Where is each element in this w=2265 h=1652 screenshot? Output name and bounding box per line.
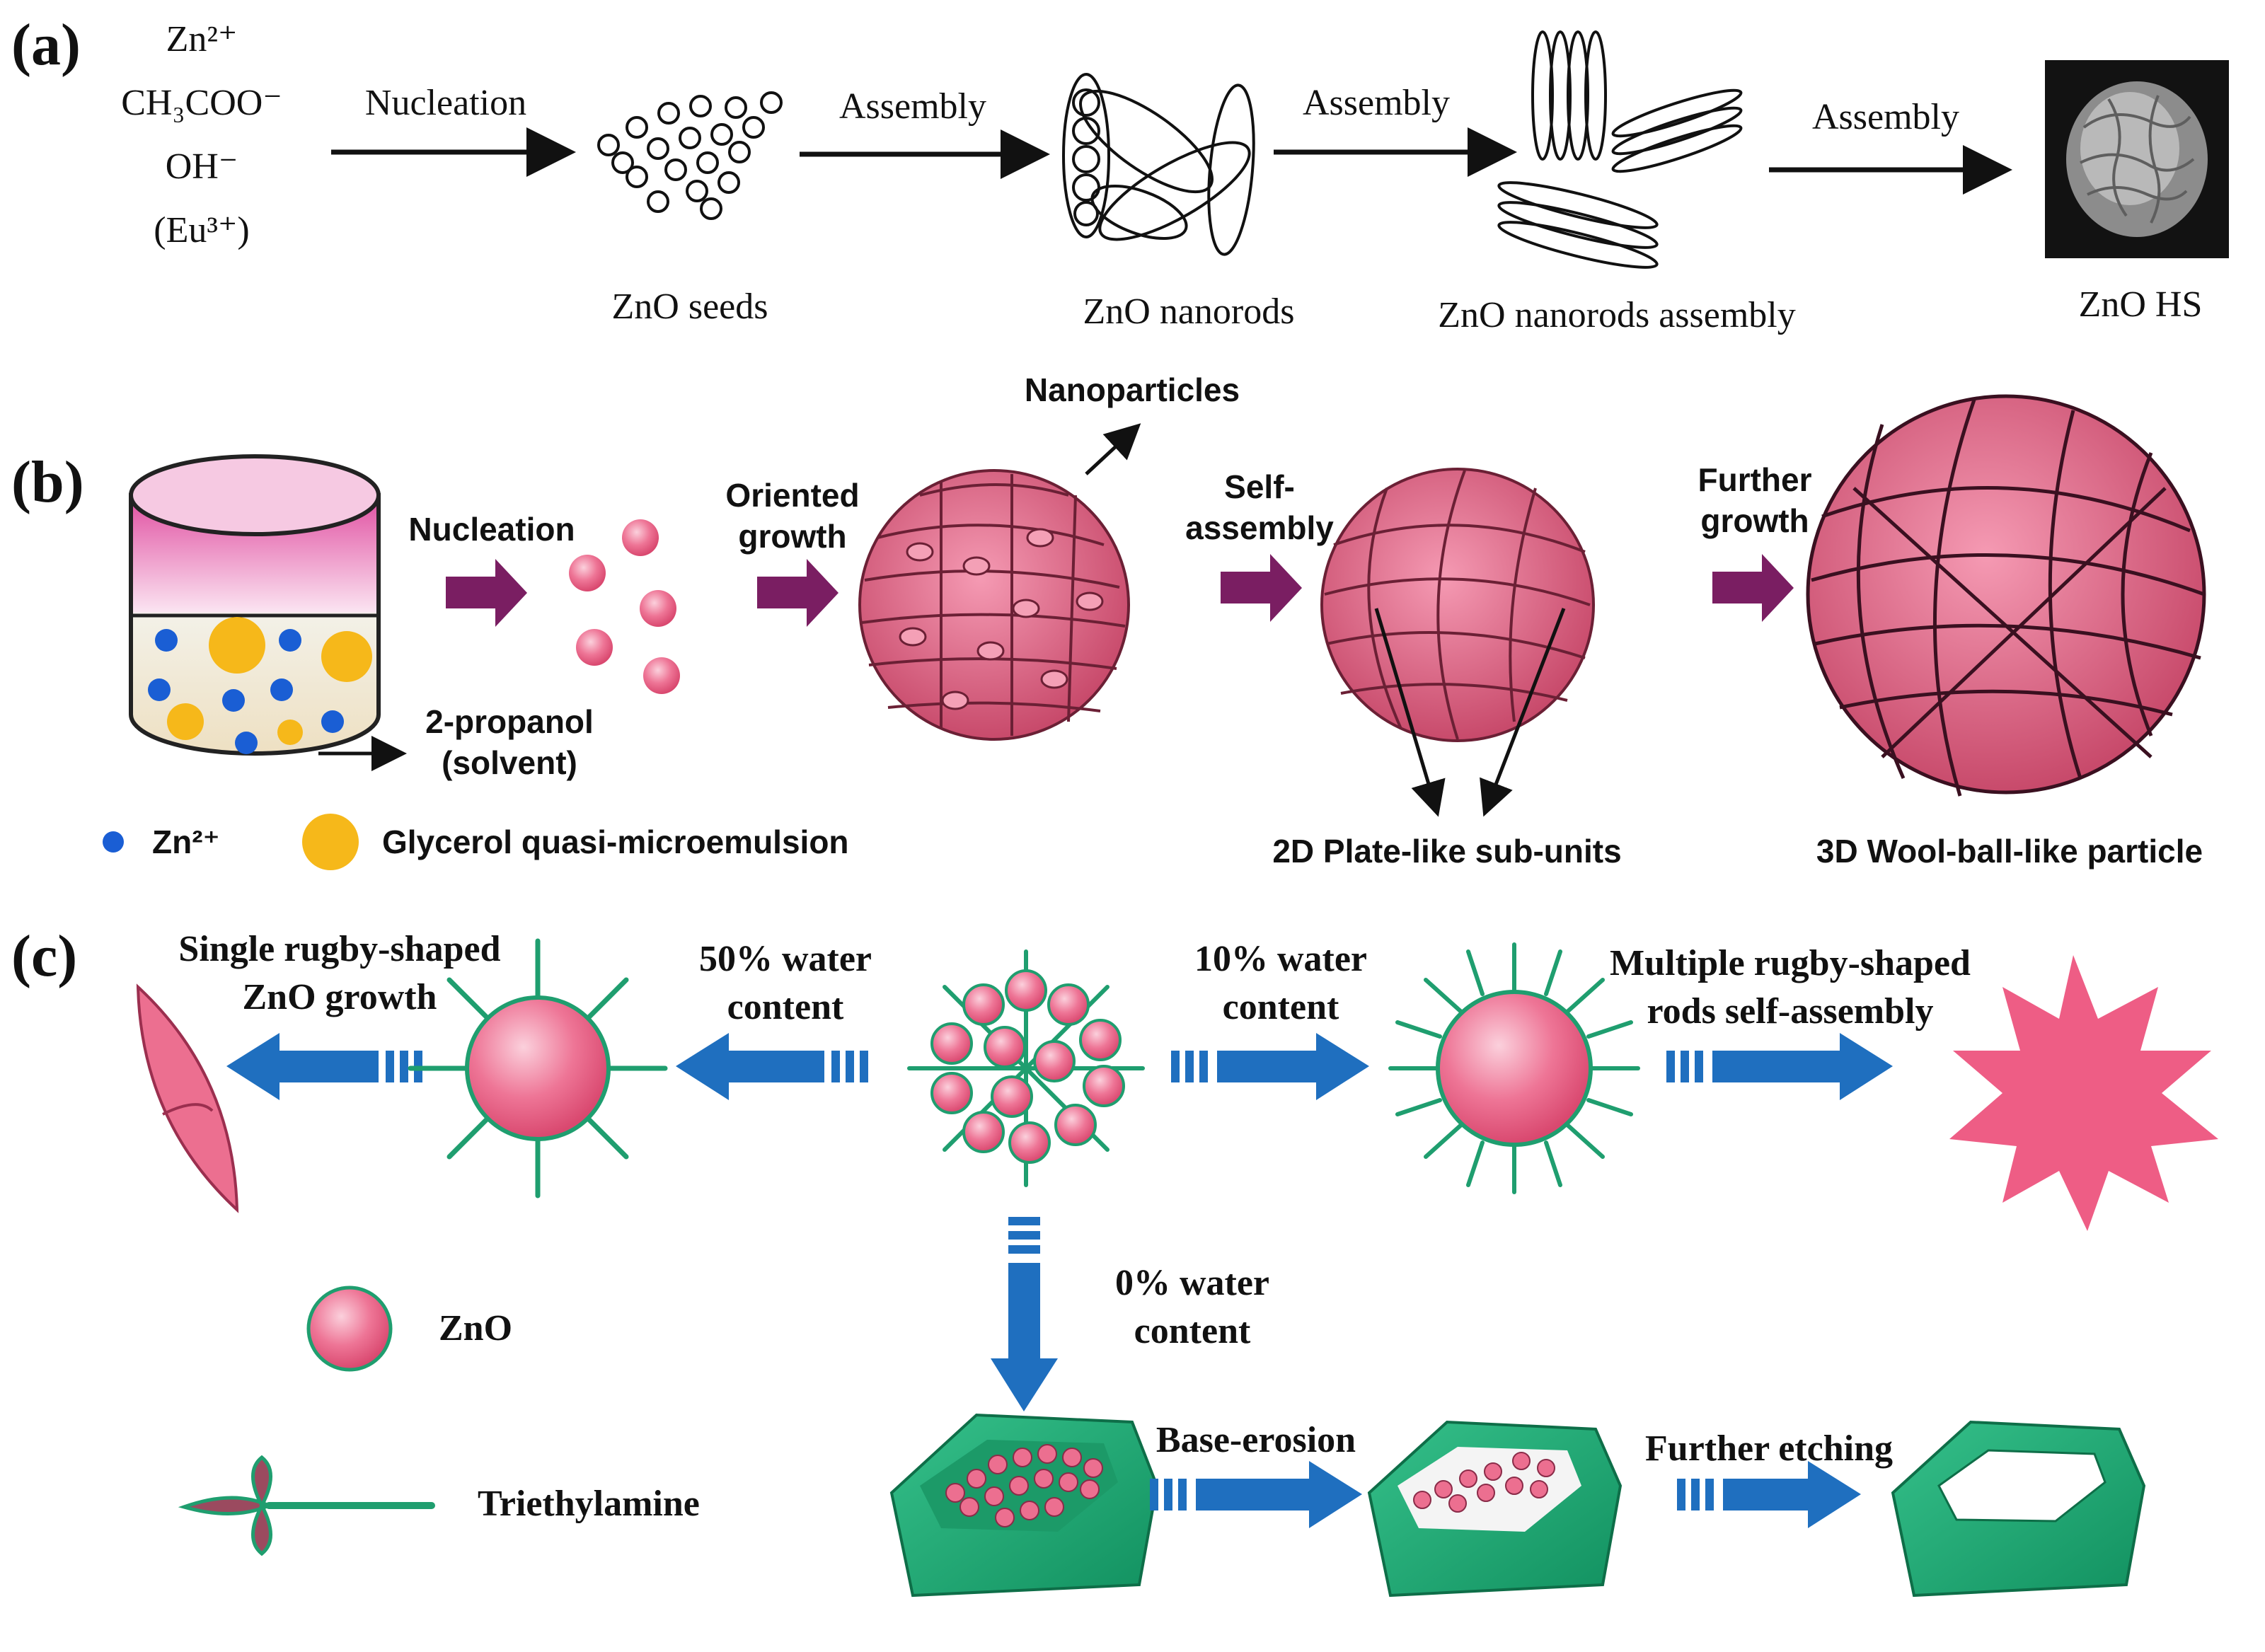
hexagonal-cage-eroded	[1367, 1420, 1623, 1598]
pink-nanoparticles-icon	[569, 519, 680, 694]
hexagonal-cage-full	[889, 1413, 1159, 1598]
arrow-0-percent	[991, 1217, 1058, 1411]
label-2d-plates: 2D Plate-like sub-units	[1272, 833, 1622, 870]
panel-a-label: (a)	[11, 12, 81, 78]
zno-hs-sem-image	[2045, 60, 2229, 258]
oriented-growth-arrow	[757, 559, 838, 627]
panel-c	[136, 938, 2218, 1598]
self-assembly-arrow	[1221, 554, 1302, 622]
condition-50-percent: 50% water content	[698, 939, 872, 1027]
legend-tea-label: Triethylamine	[478, 1484, 700, 1524]
panel-a	[331, 30, 2229, 269]
nucleation-arrow-b	[446, 559, 527, 627]
label-solvent: 2-propanol (solvent)	[425, 703, 594, 781]
step-assembly-3: Assembly	[1812, 97, 1959, 137]
legend-glycerol-label: Glycerol quasi-microemulsion	[382, 824, 849, 860]
step-oriented-growth: Oriented growth	[725, 477, 860, 555]
triethylamine-icon	[178, 1455, 435, 1556]
beaker-icon	[129, 454, 381, 756]
reagent-europium: (Eu³⁺)	[154, 210, 250, 250]
plate-pointer-2	[1480, 608, 1566, 817]
panel-b	[103, 394, 2206, 870]
label-nanoparticles: Nanoparticles	[1024, 371, 1240, 408]
step-assembly-1: Assembly	[839, 86, 986, 127]
condition-10-percent: 10% water content	[1194, 939, 1368, 1027]
reagent-acetate: CH₃COO⁻	[121, 83, 282, 123]
rugby-rod-icon	[136, 983, 239, 1213]
zno-nanorods-assembly-icon	[1497, 30, 1743, 269]
plate-pointer-1	[1374, 608, 1446, 817]
arrow-50-percent	[676, 1033, 868, 1100]
wool-ball-icon	[1806, 394, 2206, 797]
star-cluster-icon	[1949, 955, 2218, 1231]
legend-zn-label: Zn²⁺	[152, 824, 220, 860]
step-further-etching: Further etching	[1645, 1428, 1893, 1469]
step-base-erosion: Base-erosion	[1155, 1420, 1356, 1460]
panel-c-label: (c)	[11, 923, 78, 989]
step-nucleation-b: Nucleation	[408, 511, 575, 548]
arrow-10-percent	[1171, 1033, 1369, 1100]
stage-zno-seeds: ZnO seeds	[611, 287, 768, 327]
further-growth-arrow	[1712, 554, 1794, 622]
reagent-hydroxide: OH⁻	[165, 146, 238, 187]
nanoparticle-ball-icon	[858, 469, 1130, 741]
label-3d-wool-ball: 3D Wool-ball-like particle	[1816, 833, 2203, 870]
caption-single-rugby: Single rugby-shaped ZnO growth	[178, 929, 501, 1017]
hexagonal-cage-hollow	[1891, 1420, 2146, 1598]
stage-nanorods-assembly: ZnO nanorods assembly	[1438, 295, 1796, 335]
zno-seeds-icon	[597, 91, 783, 220]
arrow-further-etching	[1677, 1461, 1861, 1528]
step-nucleation-a: Nucleation	[364, 83, 527, 123]
step-further-growth: Further growth	[1698, 461, 1812, 539]
arrow-base-erosion	[1150, 1461, 1362, 1528]
arrow-to-star	[1666, 1033, 1893, 1100]
legend-zn-dot	[103, 831, 124, 853]
stage-zno-nanorods: ZnO nanorods	[1083, 291, 1295, 332]
condition-0-percent: 0% water content	[1114, 1263, 1270, 1351]
zno-tea-sphere-10	[1388, 942, 1640, 1194]
caption-multiple-rugby: Multiple rugby-shaped rods self-assembly	[1610, 943, 1971, 1032]
stage-zno-hs: ZnO HS	[2078, 284, 2203, 325]
panel-b-label: (b)	[11, 449, 84, 515]
zno-nanorods-icon	[1062, 73, 1255, 256]
arrow-to-rugby	[226, 1033, 422, 1100]
legend-zno-icon	[306, 1286, 393, 1372]
zno-tea-sphere-50	[408, 938, 668, 1198]
step-self-assembly: Self-assembly	[1185, 468, 1334, 546]
plate-ball-icon	[1320, 468, 1595, 742]
legend-glycerol-dot	[302, 814, 359, 870]
nanoparticles-pointer	[1085, 423, 1141, 475]
step-assembly-2: Assembly	[1303, 83, 1450, 123]
legend-zno-label: ZnO	[439, 1308, 513, 1348]
reagent-zn: Zn²⁺	[166, 19, 238, 59]
zno-tea-cluster	[907, 949, 1145, 1187]
